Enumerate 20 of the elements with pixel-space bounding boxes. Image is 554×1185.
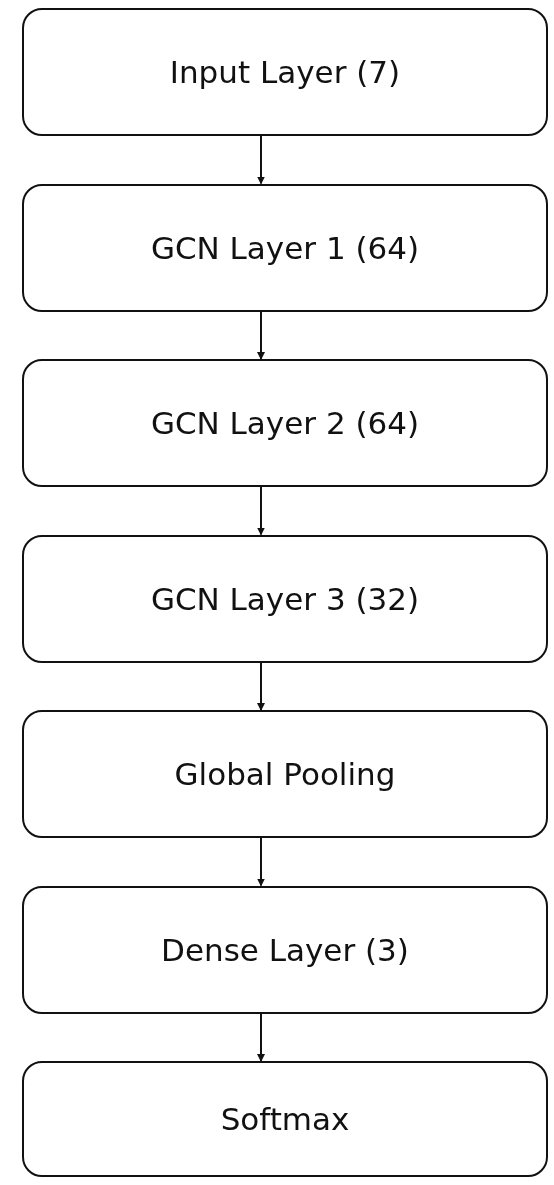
arrow <box>257 661 265 711</box>
arrow <box>257 837 265 887</box>
layer-box <box>22 1061 548 1177</box>
layer-label: Dense Layer (3) <box>161 931 409 968</box>
layer-label: GCN Layer 1 (64) <box>150 229 420 266</box>
layer-label: Global Pooling <box>174 756 396 792</box>
layer-box <box>22 534 548 663</box>
arrow <box>257 1012 265 1062</box>
layer-label: Softmax <box>220 1101 350 1137</box>
arrow <box>257 486 265 536</box>
layer-label: GCN Layer 3 (32) <box>150 580 420 617</box>
layer-box <box>22 8 548 136</box>
layer-box <box>22 710 548 838</box>
layer-box <box>22 885 548 1014</box>
layer-box <box>22 183 548 312</box>
arrow <box>257 310 265 360</box>
layer-label: GCN Layer 2 (64) <box>150 405 420 441</box>
arrow <box>257 135 265 185</box>
layer-box <box>22 359 548 487</box>
layer-label: Input Layer (7) <box>169 54 401 90</box>
